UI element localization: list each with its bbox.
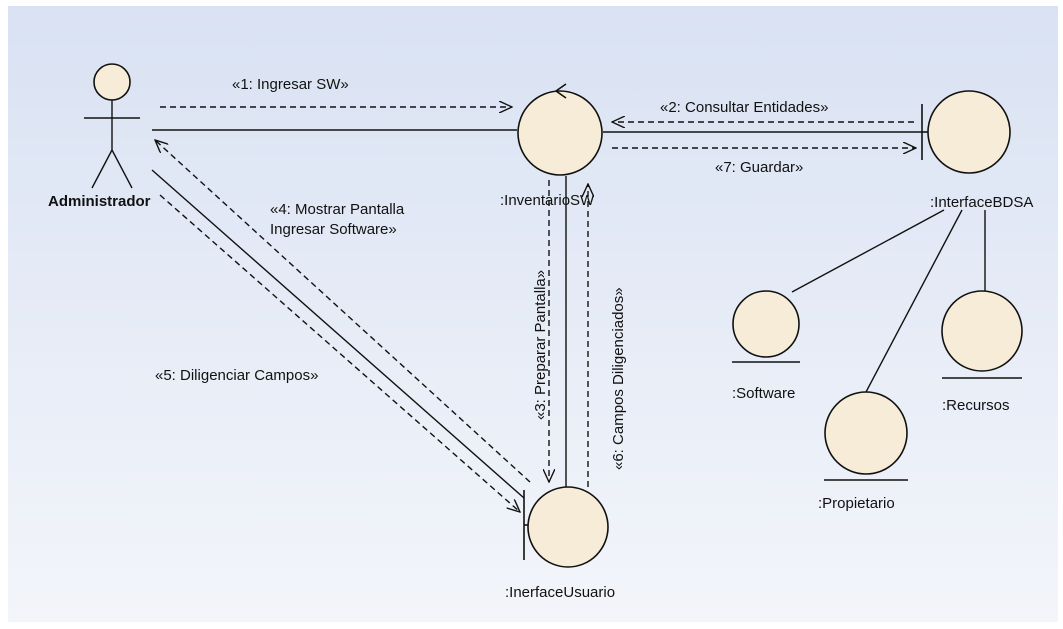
boundary-circle <box>527 486 609 568</box>
control-arrowhead-icon <box>554 83 567 99</box>
message-4-label-line1: «4: Mostrar Pantalla <box>270 201 405 218</box>
message-5-label: «5: Diligenciar Campos» <box>155 367 318 384</box>
message-1-label: «1: Ingresar SW» <box>232 76 349 93</box>
actor-leg-left <box>91 149 113 189</box>
entity-circle <box>824 391 908 475</box>
entity-circle <box>732 290 800 358</box>
actor-leg-right <box>111 149 133 189</box>
boundary-interfacebdsa[interactable]: :InterfaceBDSA <box>921 90 1033 211</box>
association-actor-interfaceusuario[interactable] <box>151 169 525 499</box>
message-3-label: «3: Preparar Pantalla» <box>532 270 549 420</box>
boundary-circle <box>927 90 1011 174</box>
message-4-label-line2: Ingresar Software» <box>270 221 397 238</box>
association-bdsa-software[interactable] <box>791 209 945 293</box>
actor-administrador[interactable]: Administrador <box>48 63 151 210</box>
control-circle <box>517 90 603 176</box>
boundary-inerfaceusuario[interactable]: :InerfaceUsuario <box>505 486 615 601</box>
entity-label: :Recursos <box>942 397 1010 414</box>
actor-head <box>93 63 131 101</box>
message-6-label: «6: Campos Diligenciados» <box>610 287 627 470</box>
entity-recursos[interactable]: :Recursos <box>941 290 1023 414</box>
message-2-label: «2: Consultar Entidades» <box>660 99 828 116</box>
message-4-arrow[interactable] <box>155 140 531 483</box>
control-label: :InventarioSW <box>500 192 595 209</box>
entity-label: :Software <box>732 385 795 402</box>
entity-label: :Propietario <box>818 495 895 512</box>
entity-circle <box>941 290 1023 372</box>
association-bdsa-propietario[interactable] <box>865 209 963 393</box>
entity-software[interactable]: :Software <box>732 290 800 402</box>
message-7-label: «7: Guardar» <box>715 159 803 176</box>
boundary-label: :InerfaceUsuario <box>505 584 615 601</box>
actor-name: Administrador <box>48 193 151 210</box>
boundary-label: :InterfaceBDSA <box>930 194 1033 211</box>
entity-propietario[interactable]: :Propietario <box>818 391 908 512</box>
control-inventariosw[interactable]: :InventarioSW <box>500 83 603 209</box>
